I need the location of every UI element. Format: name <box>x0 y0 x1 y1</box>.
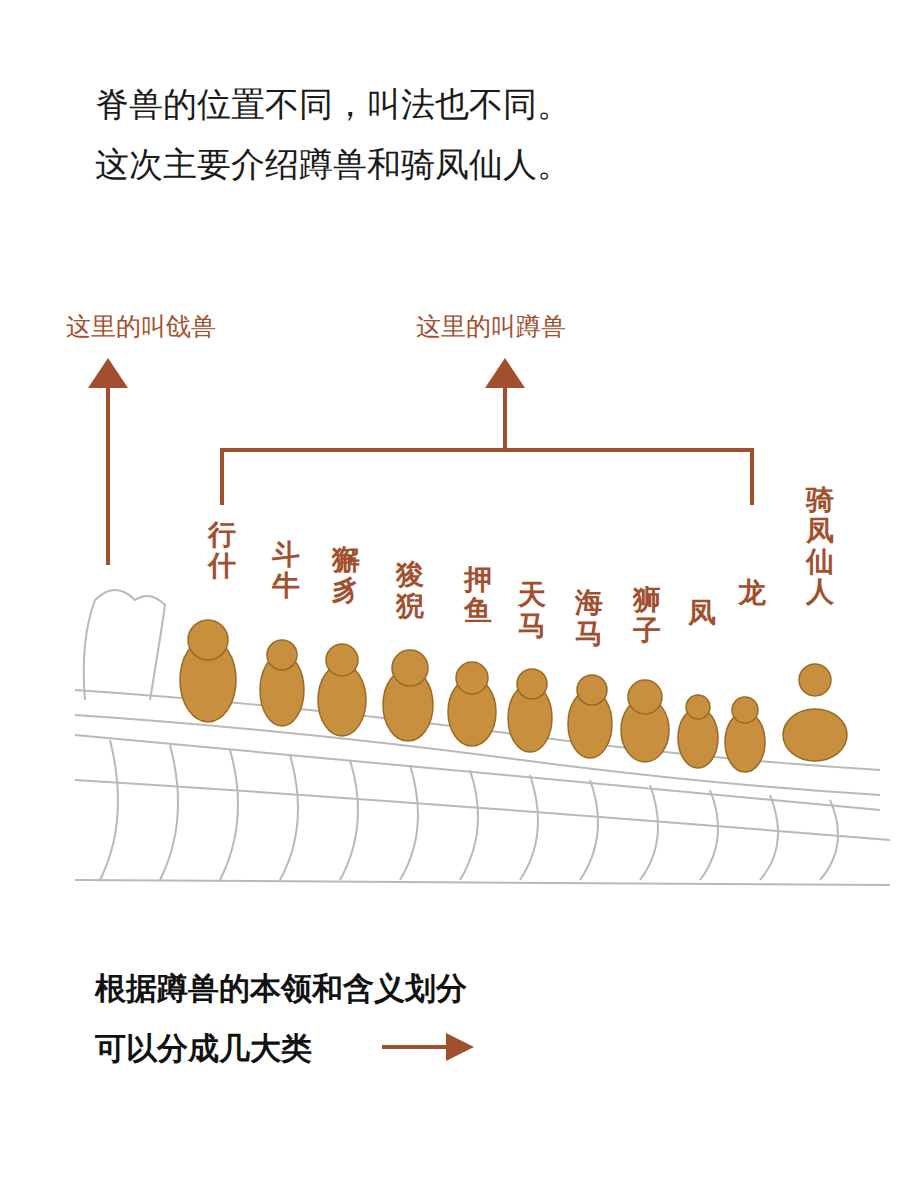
footer-line: 根据蹲兽的本领和含义划分 <box>95 968 467 1010</box>
beast-name: 押鱼 <box>464 565 492 627</box>
beast-name: 海马 <box>575 588 603 650</box>
beast-name: 狻猊 <box>396 560 424 622</box>
heading-line: 这次主要介绍蹲兽和骑凤仙人。 <box>95 142 571 188</box>
footer-line: 可以分成几大类 <box>95 1028 312 1070</box>
immortal-name: 骑凤仙人 <box>806 485 834 608</box>
beast-name: 龙 <box>738 578 766 609</box>
beast-name: 獬豸 <box>332 545 360 607</box>
beast-name: 天马 <box>518 580 546 642</box>
beast-name: 狮子 <box>633 585 661 647</box>
heading-line: 脊兽的位置不同，叫法也不同。 <box>95 82 571 128</box>
position-label: 这里的叫戗兽 <box>66 310 216 343</box>
beast-name: 行什 <box>208 520 236 582</box>
beast-name: 斗牛 <box>272 540 300 602</box>
beast-name: 凤 <box>688 598 716 629</box>
position-label: 这里的叫蹲兽 <box>416 310 566 343</box>
